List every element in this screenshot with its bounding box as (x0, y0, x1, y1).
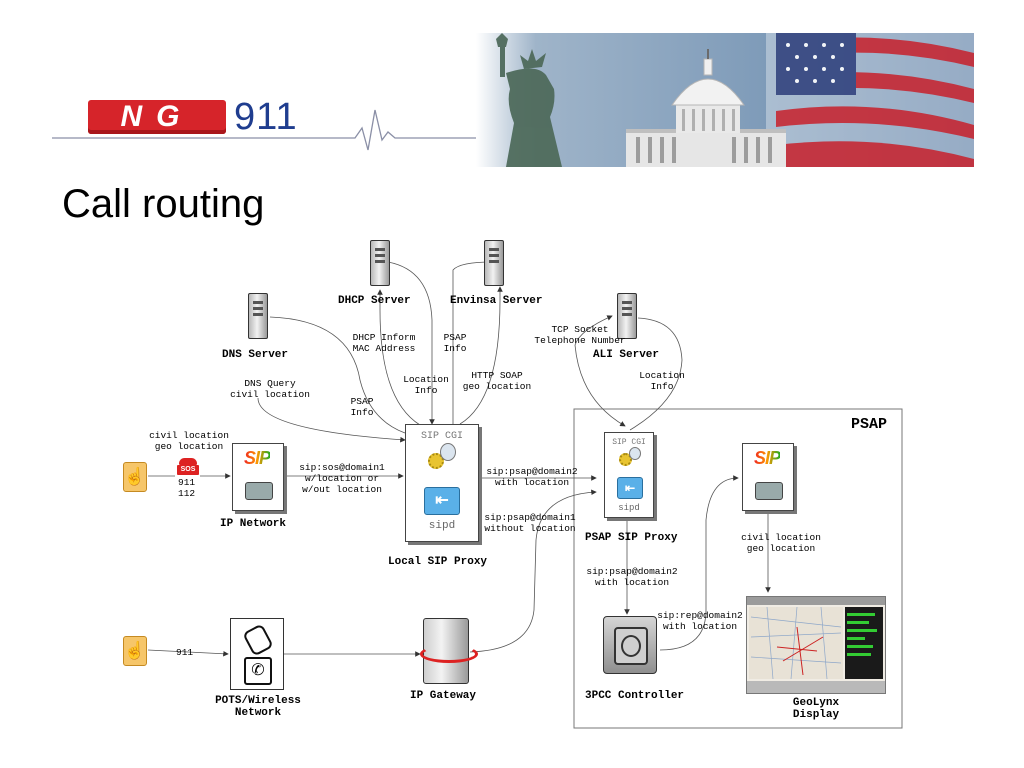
dhcp-server-icon (370, 240, 390, 286)
logo-ng-block: NG (88, 100, 226, 134)
envinsa-server-icon (484, 240, 504, 286)
phone-icon (245, 482, 273, 500)
label-tcp-socket: TCP Socket Telephone Number (534, 324, 626, 346)
label-psap-info-left: PSAP Info (350, 396, 374, 418)
sip-logo: SIP (244, 448, 271, 468)
controller-label: 3PCC Controller (585, 690, 685, 702)
psap-sip-proxy-label: PSAP SIP Proxy (585, 532, 678, 544)
sip-cgi-label: SIP CGI (420, 431, 463, 442)
gear-icon (428, 453, 444, 469)
label-sip-psap-with2: sip:psap@domain2 with location (586, 566, 678, 588)
label-dhcp-inform: DHCP Inform MAC Address (352, 332, 416, 354)
ip-gateway-icon (420, 618, 478, 684)
pots-caller-hand-icon: ☝ (123, 636, 147, 666)
psap-sipd-arrow-icon: ⇤ (617, 477, 643, 499)
ali-server-icon (617, 293, 637, 339)
psap-gear-icon (619, 453, 632, 466)
label-sip-psap-without: sip:psap@domain1 without location (484, 512, 576, 534)
label-psap-info-top: PSAP Info (443, 332, 467, 354)
ip-gateway-label: IP Gateway (410, 690, 477, 702)
label-sip-psap-with: sip:psap@domain2 with location (486, 466, 578, 488)
cgi-s-icon (440, 443, 456, 461)
dns-server-label: DNS Server (222, 349, 289, 361)
ali-server-label: ALI Server (593, 349, 660, 361)
dns-server-icon (248, 293, 268, 339)
ip-network-label: IP Network (220, 518, 287, 530)
landline-phone-icon: ✆ (244, 657, 272, 685)
sipd-label: sipd (428, 520, 456, 532)
sipd-arrow-icon: ⇤ (424, 487, 460, 515)
ip-network-node: SIP (232, 443, 284, 511)
label-civil-geo-right: civil location geo location (741, 532, 821, 554)
geolynx-label: GeoLynx Display (792, 697, 840, 721)
psap-sip-logo: SIP (754, 448, 781, 468)
envinsa-server-label: Envinsa Server (450, 295, 543, 307)
label-pots-911: 911 (176, 647, 194, 658)
local-sip-proxy-label: Local SIP Proxy (388, 556, 488, 568)
mobile-phone-icon (242, 623, 274, 657)
header-photo-collage (476, 33, 974, 167)
caller-hand-icon: ☝ (123, 462, 147, 492)
label-location-info-left: Location Info (403, 374, 449, 396)
header-pulse-line (52, 109, 520, 151)
psap-region-label: PSAP (851, 416, 888, 433)
psap-sip-proxy-node: SIP CGI ⇤ sipd (604, 432, 654, 518)
ng911-logo: NG 911 (88, 96, 308, 140)
controller-icon (603, 616, 657, 674)
psap-phone-icon (755, 482, 783, 500)
dhcp-server-label: DHCP Server (338, 295, 411, 307)
geolynx-screen (746, 596, 886, 694)
header-banner: NG 911 (0, 0, 1024, 170)
logo-911-text: 911 (234, 96, 298, 138)
local-sip-proxy-node: SIP CGI ⇤ sipd (405, 424, 479, 542)
page-title: Call routing (62, 182, 265, 226)
label-civil-geo-left: civil location geo location (149, 430, 229, 452)
psap-sipd-label: sipd (618, 503, 640, 513)
label-sos-numbers: 911 112 (178, 477, 196, 499)
label-sip-sos: sip:sos@domain1 w/location or w/out loca… (299, 462, 385, 495)
psap-sip-cgi-label: SIP CGI (612, 438, 646, 447)
logo-ng-text: NG (120, 100, 194, 133)
label-location-info-right: Location Info (639, 370, 685, 392)
pots-wireless-node: ✆ (230, 618, 284, 690)
psap-sip-phone-node: SIP (742, 443, 794, 511)
sos-badge: SOS (177, 465, 199, 475)
psap-cgi-s-icon (629, 447, 641, 460)
label-http-soap: HTTP SOAP geo location (462, 370, 532, 392)
label-dns-query: DNS Query civil location (230, 378, 310, 400)
label-sip-rep: sip:rep@domain2 with location (657, 610, 743, 632)
sos-phone-icon: SOS (177, 458, 199, 476)
pots-wireless-label: POTS/Wireless Network (215, 695, 301, 719)
